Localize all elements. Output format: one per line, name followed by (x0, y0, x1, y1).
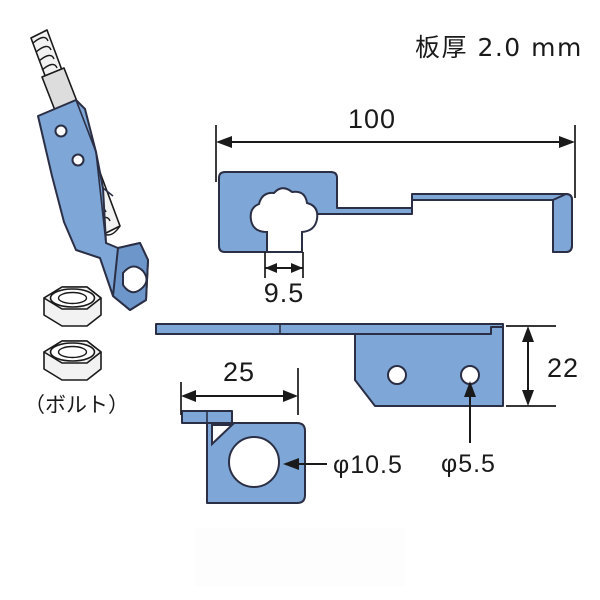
top-view: 100 9.5 (215, 104, 576, 308)
dim-large-hole-text: φ10.5 (333, 451, 403, 479)
dim-slot-width: 9.5 (264, 252, 305, 308)
plate-thickness-note: 板厚 2.0 mm (415, 33, 583, 62)
dim-slot-width-text: 9.5 (264, 278, 305, 308)
bracket-isometric-body (37, 99, 149, 311)
dim-overall-length-text: 100 (348, 104, 396, 134)
hex-nut-upper (43, 286, 102, 327)
dim-overall-length: 100 (215, 104, 576, 198)
keyhole-slot (249, 187, 319, 253)
bolt-label: （ボルト） (24, 393, 129, 417)
hex-nut-lower (43, 340, 102, 381)
detail-large-hole (228, 436, 280, 488)
leader-small-hole: φ5.5 (441, 381, 496, 478)
dim-small-hole-text: φ5.5 (441, 450, 496, 478)
dim-height-text: 22 (547, 353, 579, 383)
dim-tab-length: 25 (180, 357, 299, 415)
side-view: 22 φ5.5 (155, 323, 579, 478)
iso-hole-upper (54, 124, 68, 138)
detail-view: 25 φ10.5 (180, 357, 403, 504)
side-hole-left (387, 365, 407, 385)
dim-height: 22 (506, 325, 579, 407)
isometric-assembly-view (30, 29, 149, 311)
iso-hole-lower (71, 153, 85, 167)
corner-notch (211, 424, 235, 447)
leader-large-hole: φ10.5 (283, 451, 403, 479)
dim-tab-length-text: 25 (223, 357, 255, 387)
